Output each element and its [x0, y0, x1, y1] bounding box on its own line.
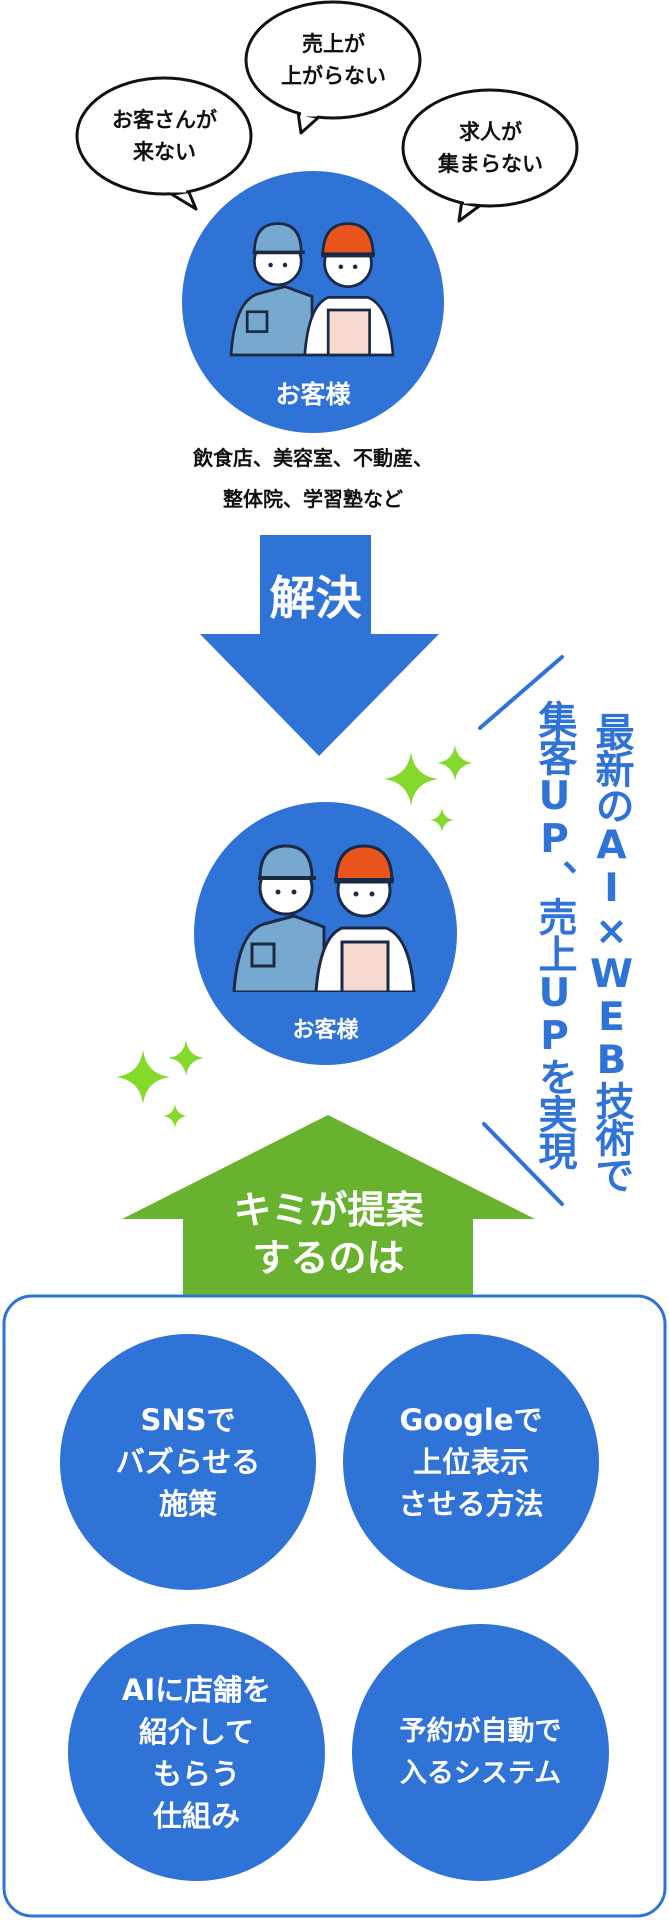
customer-circle-before: お客様: [182, 171, 444, 433]
bubble-text-no-recruits: 求人が 集まらない: [438, 120, 543, 176]
worried-customers-illustration: [222, 203, 402, 363]
solve-label: 解決: [269, 571, 362, 625]
customer-circle-after: お客様: [194, 802, 457, 1065]
sparkle-icon: [163, 1104, 187, 1128]
sparkle-icon: [168, 1040, 204, 1076]
option-ai-store-introduction: AIに店舗を 紹介して もらう 仕組み: [68, 1624, 325, 1881]
propose-arrow: [122, 1115, 535, 1298]
business-types-line-2: 整体院、学習塾など: [223, 487, 403, 511]
option-text: SNSで バズらせる 施策: [115, 1403, 261, 1521]
tagline-line-2: 集客UP、売上UPを実現: [532, 700, 577, 1168]
option-text: 予約が自動で 入るシステム: [399, 1715, 562, 1789]
sparkle-icon: [116, 1050, 170, 1104]
option-google-ranking: Googleで 上位表示 させる方法: [343, 1334, 599, 1590]
sparkle-icon: [437, 745, 473, 781]
propose-label-line-2: するのは: [252, 1236, 405, 1280]
happy-customers-illustration: [224, 832, 424, 992]
customer-label: お客様: [275, 380, 351, 409]
business-types-line-1: 飲食店、美容室、不動産、: [193, 446, 433, 470]
bubble-text-no-sales: 売上が 上がらない: [281, 32, 386, 88]
option-sns-buzz: SNSで バズらせる 施策: [60, 1334, 316, 1590]
speech-bubble-3: [401, 88, 579, 223]
tagline-slash-top: [478, 655, 564, 730]
option-auto-reservation: 予約が自動で 入るシステム: [352, 1624, 609, 1881]
customer-label: お客様: [292, 1018, 359, 1043]
solve-arrow: [200, 535, 439, 756]
sparkle-icon: [430, 808, 454, 832]
sparkle-icon: [384, 752, 438, 806]
propose-label-line-1: キミが提案: [233, 1188, 424, 1232]
speech-bubble-1: [75, 76, 253, 211]
tagline-slash-bottom: [482, 1122, 564, 1206]
option-text: Googleで 上位表示 させる方法: [398, 1403, 544, 1521]
tagline-line-1: 最新のAI×WEB技術で: [589, 712, 634, 1192]
bubble-text-no-customers: お客さんが 来ない: [112, 108, 217, 164]
speech-bubble-2: [244, 0, 422, 135]
option-text: AIに店舗を 紹介して もらう 仕組み: [121, 1672, 272, 1833]
